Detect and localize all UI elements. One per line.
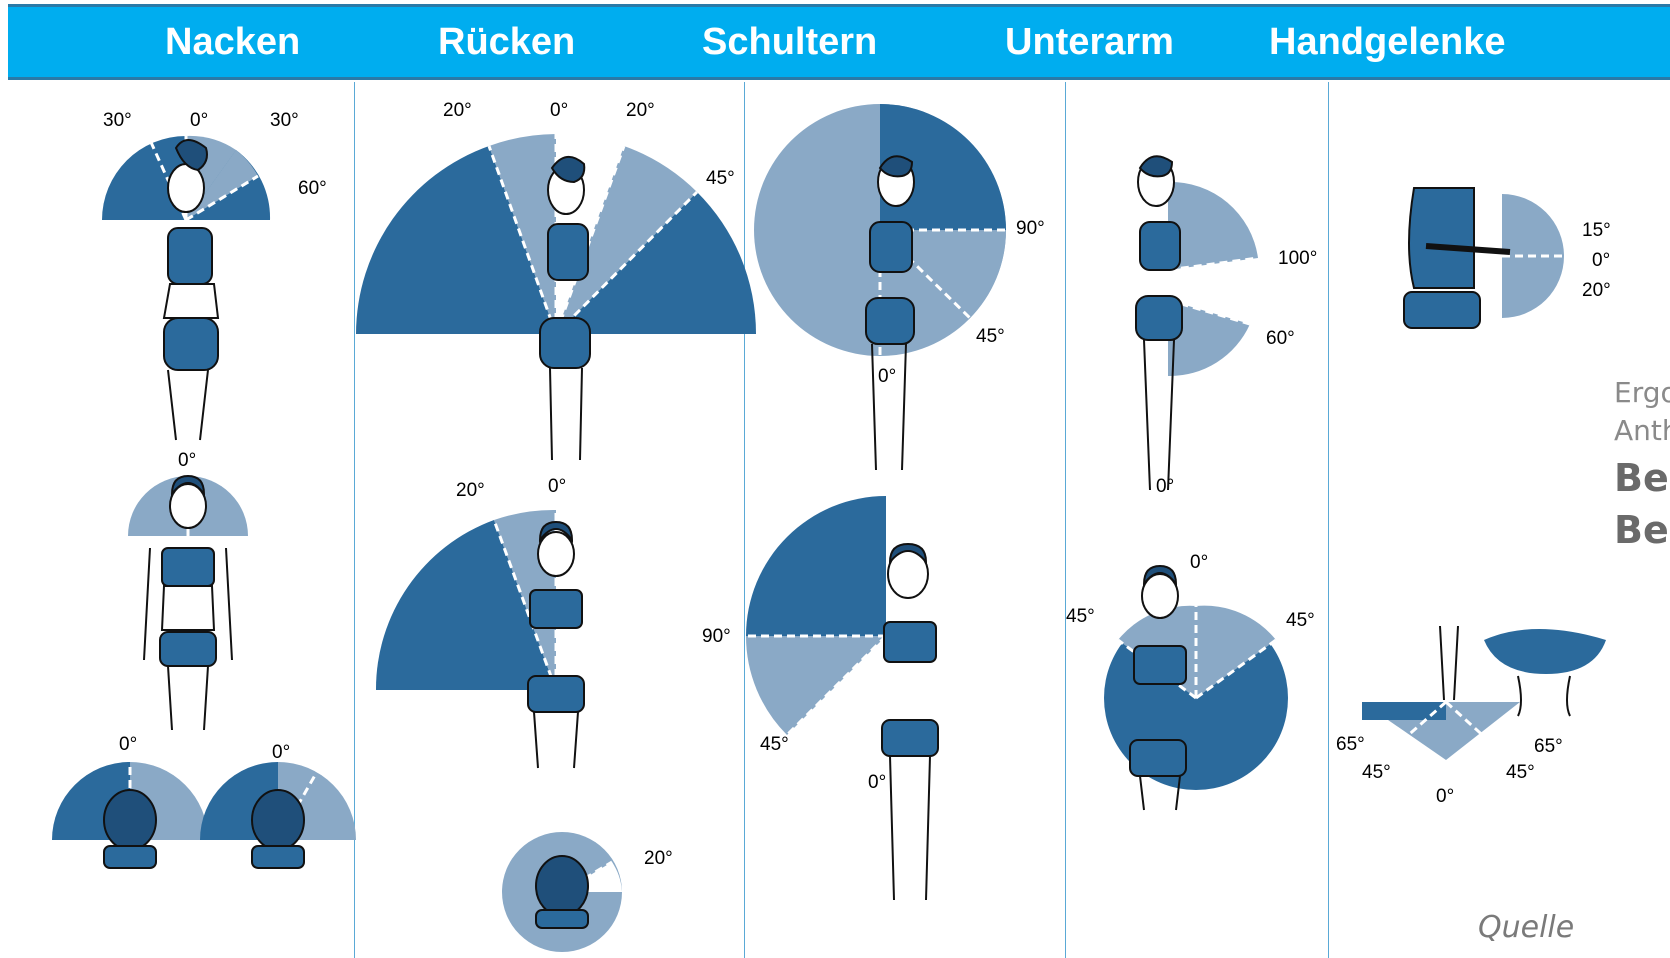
angle-label: 45° [1286,610,1315,632]
side-text-line1: Ergo [1614,376,1670,409]
angle-label: 65° [1336,734,1365,756]
angle-label: 45° [706,168,735,190]
angle-label: 45° [760,734,789,756]
angle-label: 0° [878,366,896,388]
angle-label: 60° [1266,328,1295,350]
angle-label: 60° [298,178,327,200]
angle-label: 0° [1190,552,1208,574]
side-text-line2: Anth [1614,414,1670,447]
angle-label: 20° [626,100,655,122]
angle-label: 0° [1156,476,1174,498]
angle-label: 0° [190,110,208,132]
angle-label: 45° [976,326,1005,348]
angle-label: 20° [456,480,485,502]
angle-label: 30° [270,110,299,132]
angle-label: 0° [272,742,290,764]
handgelenke-side-view [1502,194,1564,318]
angle-label: 20° [644,848,673,870]
angle-label: 30° [103,110,132,132]
angle-label: 90° [1016,218,1045,240]
angle-label: 45° [1362,762,1391,784]
angle-label: 15° [1582,220,1611,242]
angle-label: 0° [548,476,566,498]
side-heading-line2: Be [1614,508,1669,552]
angle-label: 20° [443,100,472,122]
angle-label: 0° [1436,786,1454,808]
source-label: Quelle [1478,910,1574,945]
angle-label: 45° [1506,762,1535,784]
side-heading-line1: Be [1614,456,1669,500]
ruecken-front-view [376,510,556,690]
angle-label: 20° [1582,280,1611,302]
unterarm-side-view [1168,182,1258,376]
angle-label: 100° [1278,248,1317,270]
angle-label: 0° [868,772,886,794]
angle-label: 0° [1592,250,1610,272]
angle-label: 0° [550,100,568,122]
angle-label: 90° [702,626,731,648]
angle-label: 0° [119,734,137,756]
handgelenke-hand-view [1362,629,1606,760]
angle-label: 0° [178,450,196,472]
angle-label: 45° [1066,606,1095,628]
angle-label: 65° [1534,736,1563,758]
